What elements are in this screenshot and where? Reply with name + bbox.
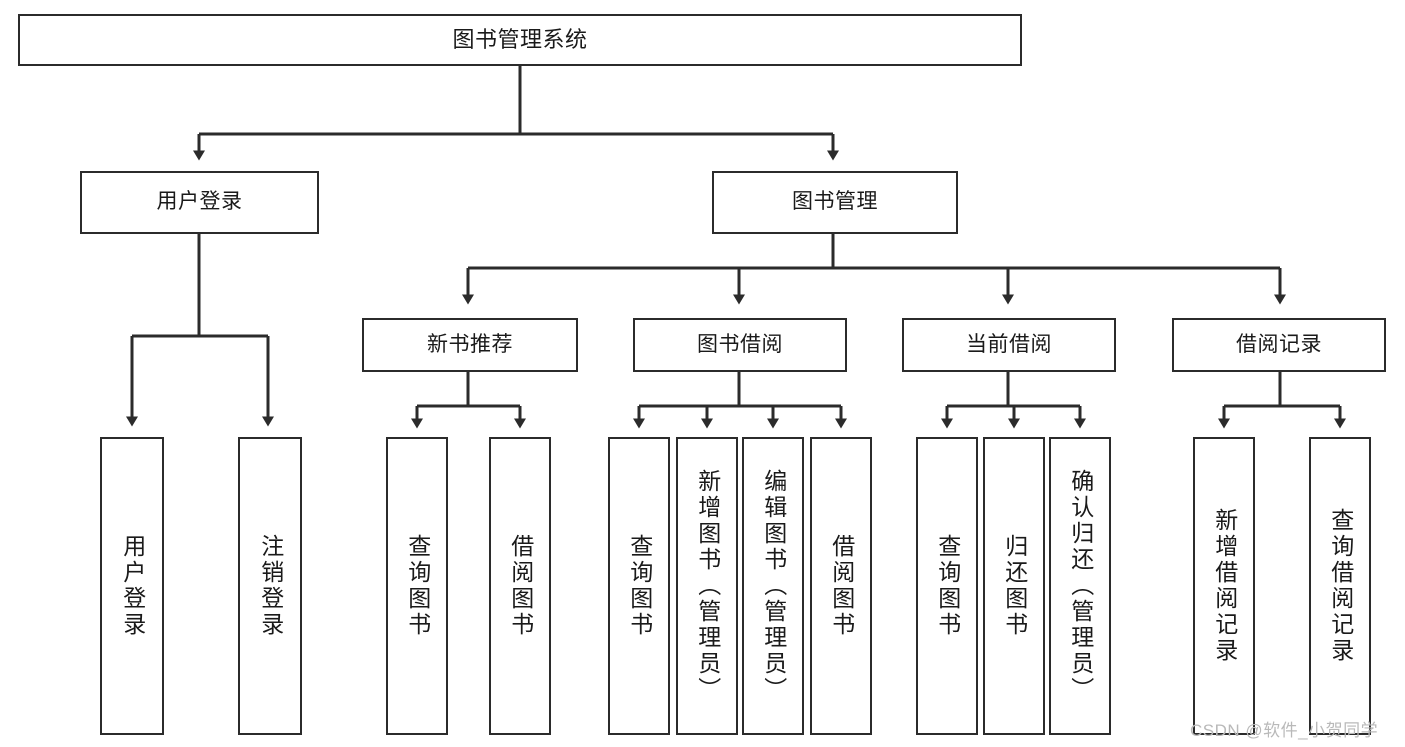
node-leaf-add-record-label: 新增借阅记录 [1211, 508, 1238, 664]
node-leaf-query-book-a-label: 查询图书 [404, 534, 431, 638]
node-user-login-label: 用户登录 [156, 190, 243, 214]
node-leaf-borrow-book-a-label: 借阅图书 [507, 534, 534, 638]
node-book-manage[interactable]: 图书管理 [712, 171, 958, 234]
node-book-borrow-label: 图书借阅 [697, 332, 783, 356]
node-new-book-recommend-label: 新书推荐 [427, 332, 513, 356]
node-leaf-user-login[interactable]: 用户登录 [100, 437, 164, 735]
node-leaf-borrow-book-b[interactable]: 借阅图书 [810, 437, 872, 735]
node-leaf-confirm-return-label: 确认归还（管理员） [1067, 469, 1094, 703]
node-book-borrow[interactable]: 图书借阅 [633, 318, 847, 372]
node-book-manage-label: 图书管理 [792, 190, 878, 214]
node-current-borrow-label: 当前借阅 [966, 332, 1052, 356]
node-leaf-query-book-b[interactable]: 查询图书 [608, 437, 670, 735]
node-leaf-query-book-c[interactable]: 查询图书 [916, 437, 978, 735]
node-leaf-query-book-c-label: 查询图书 [934, 534, 961, 638]
node-borrow-record-label: 借阅记录 [1236, 332, 1322, 356]
node-leaf-return-book[interactable]: 归还图书 [983, 437, 1045, 735]
node-leaf-query-book-a[interactable]: 查询图书 [386, 437, 448, 735]
node-root-label: 图书管理系统 [452, 27, 588, 53]
node-leaf-add-book[interactable]: 新增图书（管理员） [676, 437, 738, 735]
node-borrow-record[interactable]: 借阅记录 [1172, 318, 1386, 372]
node-user-login[interactable]: 用户登录 [80, 171, 319, 234]
node-root[interactable]: 图书管理系统 [18, 14, 1022, 66]
watermark-text: CSDN @软件_小贺同学 [1190, 721, 1379, 740]
node-leaf-add-book-label: 新增图书（管理员） [694, 469, 721, 703]
node-leaf-query-book-b-label: 查询图书 [626, 534, 653, 638]
node-leaf-logout[interactable]: 注销登录 [238, 437, 302, 735]
node-current-borrow[interactable]: 当前借阅 [902, 318, 1116, 372]
node-leaf-borrow-book-b-label: 借阅图书 [828, 534, 855, 638]
node-leaf-query-record-label: 查询借阅记录 [1327, 508, 1354, 664]
node-leaf-edit-book[interactable]: 编辑图书（管理员） [742, 437, 804, 735]
node-leaf-confirm-return[interactable]: 确认归还（管理员） [1049, 437, 1111, 735]
node-leaf-user-login-label: 用户登录 [119, 534, 146, 638]
node-leaf-borrow-book-a[interactable]: 借阅图书 [489, 437, 551, 735]
node-new-book-recommend[interactable]: 新书推荐 [362, 318, 578, 372]
node-leaf-query-record[interactable]: 查询借阅记录 [1309, 437, 1371, 735]
node-leaf-logout-label: 注销登录 [257, 534, 284, 638]
node-leaf-add-record[interactable]: 新增借阅记录 [1193, 437, 1255, 735]
node-leaf-return-book-label: 归还图书 [1001, 534, 1028, 638]
node-leaf-edit-book-label: 编辑图书（管理员） [760, 469, 787, 703]
